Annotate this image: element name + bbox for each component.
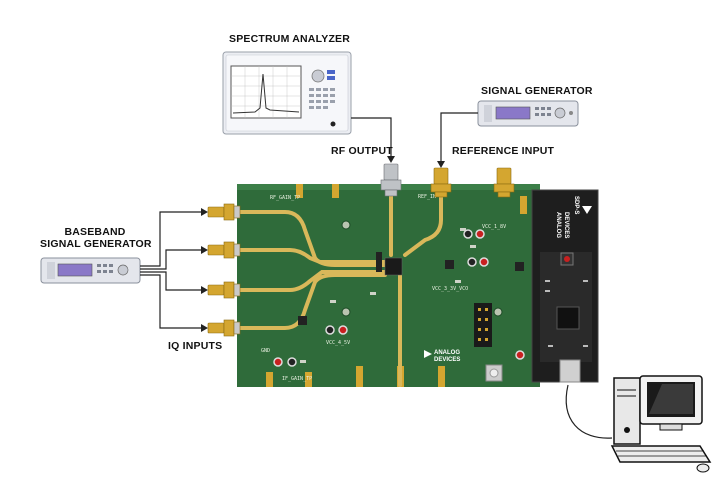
sdp-s-board: SDP-S ANALOG DEVICES bbox=[531, 189, 599, 383]
silk-vcc2: VCC_3_3V_VCO bbox=[432, 286, 468, 292]
baseband-label-line1: BASEBAND bbox=[64, 226, 126, 238]
silk-ref: REF_IN bbox=[418, 194, 436, 200]
signal-generator-label: SIGNAL GENERATOR bbox=[481, 85, 593, 97]
reference-input-label: REFERENCE INPUT bbox=[452, 145, 555, 157]
sdp-brand-line1: ANALOG bbox=[555, 212, 561, 238]
silk-gnd: GND bbox=[261, 348, 270, 354]
signal-generator-icon bbox=[477, 100, 579, 127]
board-brand-line1: ANALOG bbox=[434, 350, 460, 356]
baseband-label-line2: SIGNAL GENERATOR bbox=[40, 238, 152, 250]
silk-vcc3: VCC_4_5V bbox=[326, 340, 350, 346]
sma-connectors bbox=[207, 163, 515, 337]
silk-rf-gain: RF_GAIN_TP bbox=[270, 195, 300, 201]
spectrum-analyzer-label: SPECTRUM ANALYZER bbox=[229, 33, 351, 45]
board-brand-line2: DEVICES bbox=[434, 357, 460, 363]
silk-if-gain: IF_GAIN_TP bbox=[282, 376, 312, 382]
rf-output-label: RF OUTPUT bbox=[331, 145, 393, 157]
cables bbox=[140, 112, 613, 439]
spectrum-analyzer-icon bbox=[222, 51, 352, 135]
iq-inputs-label: IQ INPUTS bbox=[168, 340, 223, 352]
computer-icon bbox=[610, 375, 712, 473]
evaluation-board: RF_GAIN_TP IF_GAIN_TP VCC_1_8V VCC_3_3V_… bbox=[237, 184, 540, 387]
baseband-signal-generator-icon bbox=[40, 257, 141, 284]
sdp-brand-line2: DEVICES bbox=[563, 212, 569, 238]
baseband-generator-label: BASEBAND SIGNAL GENERATOR bbox=[40, 226, 152, 250]
sdp-label: SDP-S bbox=[573, 196, 579, 214]
silk-vcc1: VCC_1_8V bbox=[482, 224, 506, 230]
